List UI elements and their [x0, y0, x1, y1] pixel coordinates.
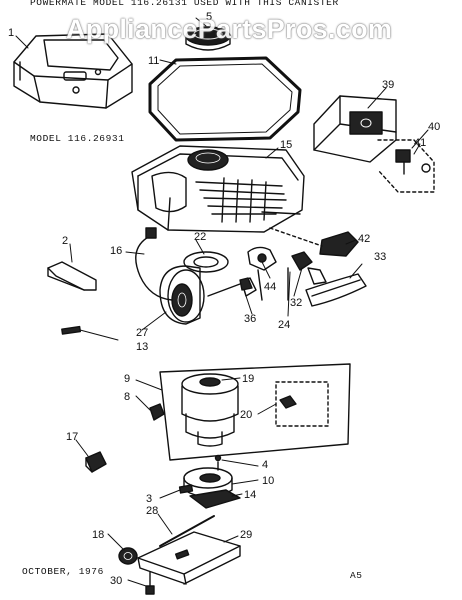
screw-36 — [207, 277, 253, 297]
power-cord — [135, 227, 173, 301]
bracket — [47, 261, 97, 291]
filter — [185, 26, 231, 51]
date-label: OCTOBER, 1976 — [22, 566, 104, 577]
canister-lid — [13, 33, 133, 109]
callout-27: 27 — [136, 327, 148, 339]
base-plate — [137, 531, 241, 585]
pad — [178, 484, 194, 494]
callout-8: 8 — [124, 391, 130, 403]
callout-15: 15 — [280, 139, 292, 151]
seal — [183, 251, 229, 273]
motor-brush — [149, 403, 165, 421]
callout-22: 22 — [194, 231, 206, 243]
switch-assembly — [377, 139, 435, 193]
canister-body — [131, 145, 305, 233]
rod — [159, 515, 215, 547]
diagram-title: POWERMATE MODEL 116.26131 USED WITH THIS… — [30, 0, 339, 8]
callout-29: 29 — [240, 529, 252, 541]
callout-11: 11 — [148, 55, 159, 67]
gasket — [148, 56, 302, 142]
callout-numbers: 1 5 11 15 39 40 41 42 33 2 16 22 44 32 3… — [8, 11, 440, 587]
callout-16: 16 — [110, 245, 122, 257]
leader-lines — [15, 17, 429, 587]
callout-17: 17 — [66, 431, 78, 443]
latch — [269, 227, 359, 257]
callout-20: 20 — [240, 409, 252, 421]
callout-1: 1 — [8, 27, 14, 39]
callout-36: 36 — [244, 313, 256, 325]
callout-4: 4 — [262, 459, 268, 471]
switch-parts — [241, 246, 313, 301]
callout-33: 33 — [374, 251, 386, 263]
callout-24: 24 — [278, 319, 290, 331]
callout-5: 5 — [206, 11, 212, 23]
wheel — [118, 547, 138, 565]
callout-30: 30 — [110, 575, 122, 587]
exhaust-filter-holder — [313, 95, 397, 163]
callout-2: 2 — [62, 235, 68, 247]
callout-41: 41 — [414, 137, 426, 149]
callout-28: 28 — [146, 505, 158, 517]
callout-13: 13 — [136, 341, 148, 353]
motor-assembly — [159, 363, 351, 461]
screw-30 — [145, 571, 155, 595]
callout-40: 40 — [428, 121, 440, 133]
callout-39: 39 — [382, 79, 394, 91]
callout-14: 14 — [244, 489, 256, 501]
switch — [85, 451, 107, 473]
callout-18: 18 — [92, 529, 104, 541]
callout-9: 9 — [124, 373, 130, 385]
sheet-label: A5 — [350, 570, 363, 581]
callout-10: 10 — [262, 475, 274, 487]
watermark: AppliancePartsPros.com — [66, 14, 393, 44]
callout-42: 42 — [358, 233, 370, 245]
model-label: MODEL 116.26931 — [30, 133, 125, 144]
callout-32: 32 — [290, 297, 302, 309]
callout-3: 3 — [146, 493, 152, 505]
callout-19: 19 — [242, 373, 254, 385]
clip — [61, 325, 82, 335]
handle — [305, 267, 367, 307]
callout-44: 44 — [264, 281, 276, 293]
fan-housing — [159, 265, 205, 325]
exhaust-plate — [189, 489, 241, 509]
